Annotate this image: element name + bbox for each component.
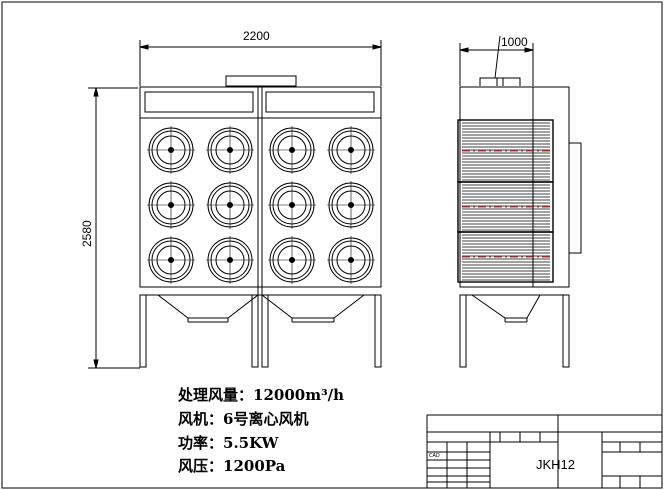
filter-cartridge bbox=[327, 236, 375, 284]
dim-arrow bbox=[459, 47, 469, 53]
filter-cartridge bbox=[147, 181, 195, 229]
drawing-code: JKH12 bbox=[536, 457, 575, 472]
filter-cartridge bbox=[327, 126, 375, 174]
spec-fan-label: 风机： bbox=[178, 410, 224, 428]
dim-arrow bbox=[524, 47, 534, 53]
spec-airflow-label: 处理风量： bbox=[178, 386, 254, 404]
filter-cartridge bbox=[147, 236, 195, 284]
filter-cartridge bbox=[206, 236, 254, 284]
leg bbox=[251, 294, 259, 368]
side-outlet bbox=[479, 77, 521, 86]
spec-pressure-label: 风压： bbox=[178, 457, 224, 475]
leg bbox=[139, 294, 147, 368]
top-panel-right bbox=[265, 91, 375, 113]
spec-fan: 风机：6号离心风机 bbox=[178, 408, 308, 429]
hopper-right bbox=[261, 294, 365, 319]
filter-cartridge bbox=[268, 236, 316, 284]
dim-arrow bbox=[372, 44, 382, 50]
title-block bbox=[426, 414, 663, 489]
dim-arrow bbox=[93, 87, 99, 97]
spec-pressure: 风压：1200Pa bbox=[178, 455, 285, 476]
filter-cartridge bbox=[206, 181, 254, 229]
top-panel-left bbox=[144, 91, 254, 113]
side-filter-rows bbox=[457, 119, 554, 283]
side-hopper bbox=[471, 294, 541, 319]
side-width-label: 1000 bbox=[501, 35, 528, 49]
hopper-left bbox=[157, 294, 259, 319]
leader-line bbox=[494, 35, 501, 79]
filter-cartridge bbox=[268, 126, 316, 174]
front-width-label: 2200 bbox=[243, 29, 270, 43]
spec-airflow: 处理风量：12000m³/h bbox=[178, 384, 344, 405]
tb-cad-label: CAD bbox=[429, 453, 440, 459]
side-box bbox=[568, 142, 582, 254]
side-filter-band bbox=[457, 119, 554, 183]
filter-cartridges bbox=[147, 126, 375, 284]
leg bbox=[374, 294, 382, 368]
front-view bbox=[88, 40, 382, 369]
filter-cartridge bbox=[206, 126, 254, 174]
filter-cartridge bbox=[268, 181, 316, 229]
top-outlet bbox=[225, 75, 297, 87]
spec-power: 功率：5.5KW bbox=[178, 432, 278, 453]
side-leg bbox=[459, 294, 467, 368]
side-view bbox=[457, 35, 582, 368]
spec-pressure-value: 1200Pa bbox=[223, 457, 286, 475]
side-filter-band bbox=[457, 231, 554, 283]
spec-airflow-value: 12000m³/h bbox=[253, 386, 345, 404]
side-filter-band bbox=[457, 181, 554, 233]
side-leg bbox=[562, 294, 570, 368]
dim-arrow bbox=[139, 44, 149, 50]
spec-power-value: 5.5KW bbox=[223, 434, 279, 452]
filter-cartridge bbox=[327, 181, 375, 229]
spec-power-label: 功率： bbox=[178, 434, 224, 452]
spec-fan-value: 6号离心风机 bbox=[223, 410, 309, 428]
dim-arrow bbox=[93, 359, 99, 369]
leg bbox=[261, 294, 269, 368]
height-label: 2580 bbox=[80, 220, 94, 247]
filter-cartridge bbox=[147, 126, 195, 174]
